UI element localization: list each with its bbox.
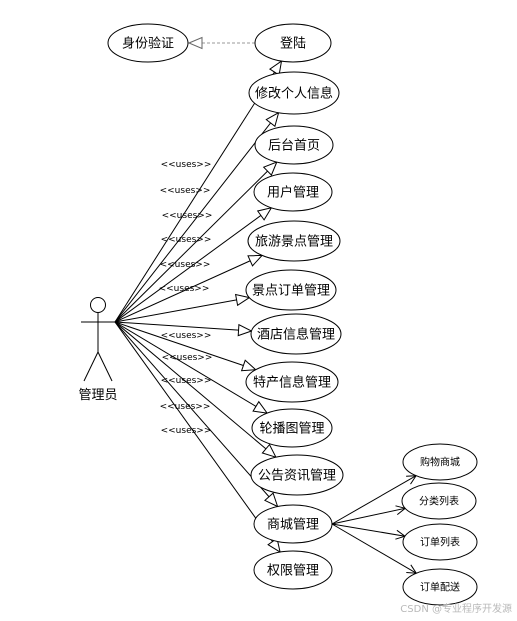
uses-label: <<uses>> <box>161 376 212 386</box>
association-edge-login <box>114 60 283 323</box>
use-case-label: 权限管理 <box>267 563 319 579</box>
use-case-label: 景点订单管理 <box>252 284 330 299</box>
use-case-label: 修改个人信息 <box>255 86 333 102</box>
use-case-label: 轮播图管理 <box>259 422 324 437</box>
use-case-edit-profile[interactable]: 修改个人信息 <box>248 71 340 115</box>
uses-label: <<uses>> <box>162 353 213 363</box>
association-edge-scenic-mgmt <box>114 254 264 323</box>
include-arrow <box>187 36 255 50</box>
uses-label: <<uses>> <box>161 331 212 341</box>
use-case-permission-mgmt[interactable]: 权限管理 <box>253 550 333 590</box>
uses-label: <<uses>> <box>161 160 212 170</box>
use-case-label: 公告资讯管理 <box>258 469 336 484</box>
include-target-label: 身份验证 <box>122 36 174 52</box>
association-edge-scenic-order-mgmt <box>114 293 251 323</box>
watermark: CSDN @专业程序开发源 <box>400 602 512 615</box>
use-case-user-mgmt[interactable]: 用户管理 <box>253 172 333 212</box>
sub-use-case-shopping-mall[interactable]: 购物商城 <box>402 443 478 481</box>
uses-label: <<uses>> <box>162 211 213 221</box>
association-edge-news-mgmt <box>114 321 277 459</box>
stick-figure-icon <box>81 297 115 382</box>
association-edge-hotel-mgmt <box>114 321 253 337</box>
uses-label: <<uses>> <box>160 402 211 412</box>
sub-use-case-label: 购物商城 <box>420 456 460 469</box>
use-case-label: 用户管理 <box>267 185 319 201</box>
use-case-label: 旅游景点管理 <box>255 235 333 250</box>
uses-label: <<uses>> <box>161 426 212 436</box>
use-case-label: 后台首页 <box>268 139 320 154</box>
use-case-scenic-mgmt[interactable]: 旅游景点管理 <box>247 220 341 262</box>
use-case-label: 登陆 <box>280 36 306 52</box>
sub-use-case-label: 分类列表 <box>419 495 459 508</box>
actor-name: 管理员 <box>78 388 117 403</box>
uses-label: <<uses>> <box>159 284 210 294</box>
use-case-hotel-mgmt[interactable]: 酒店信息管理 <box>250 313 342 355</box>
use-case-news-mgmt[interactable]: 公告资讯管理 <box>250 454 344 496</box>
use-case-label: 特产信息管理 <box>253 375 331 391</box>
use-case-nodes: 登陆修改个人信息后台首页用户管理旅游景点管理景点订单管理酒店信息管理特产信息管理… <box>245 23 344 590</box>
use-case-admin-home[interactable]: 后台首页 <box>254 125 334 165</box>
mall-edge-order-list <box>331 523 407 540</box>
use-case-login[interactable]: 登陆 <box>254 23 332 63</box>
uses-label: <<uses>> <box>160 260 211 270</box>
include-target-use-case[interactable]: 身份验证 <box>107 23 189 63</box>
association-edge-carousel-mgmt <box>114 321 269 414</box>
association-edges <box>114 36 418 574</box>
use-case-scenic-order-mgmt[interactable]: 景点订单管理 <box>245 269 337 311</box>
actor[interactable]: 管理员 <box>78 297 118 404</box>
use-case-specialty-mgmt[interactable]: 特产信息管理 <box>245 361 339 403</box>
use-case-label: 商城管理 <box>267 518 319 533</box>
sub-use-case-order-list[interactable]: 订单列表 <box>402 523 478 561</box>
sub-use-case-label: 订单列表 <box>420 536 460 549</box>
association-edge-edit-profile <box>114 111 280 323</box>
mall-edge-category-list <box>331 505 407 525</box>
association-edge-specialty-mgmt <box>114 321 257 372</box>
association-edge-user-mgmt <box>114 207 273 323</box>
uses-stereotype-labels: <<uses>> <<uses>> <<uses>> <<uses>> <<uses>>… <box>159 160 213 436</box>
sub-use-case-label: 订单配送 <box>420 581 460 594</box>
association-edge-mall-mgmt <box>114 321 279 508</box>
association-edge-admin-home <box>114 161 278 323</box>
use-case-carousel-mgmt[interactable]: 轮播图管理 <box>251 408 333 448</box>
sub-use-case-order-delivery[interactable]: 订单配送 <box>402 568 478 606</box>
uses-label: <<uses>> <box>161 235 212 245</box>
uses-label: <<uses>> <box>160 186 211 196</box>
use-case-mall-mgmt[interactable]: 商城管理 <box>253 504 333 544</box>
sub-use-case-category-list[interactable]: 分类列表 <box>401 482 477 520</box>
use-case-label: 酒店信息管理 <box>257 327 335 343</box>
